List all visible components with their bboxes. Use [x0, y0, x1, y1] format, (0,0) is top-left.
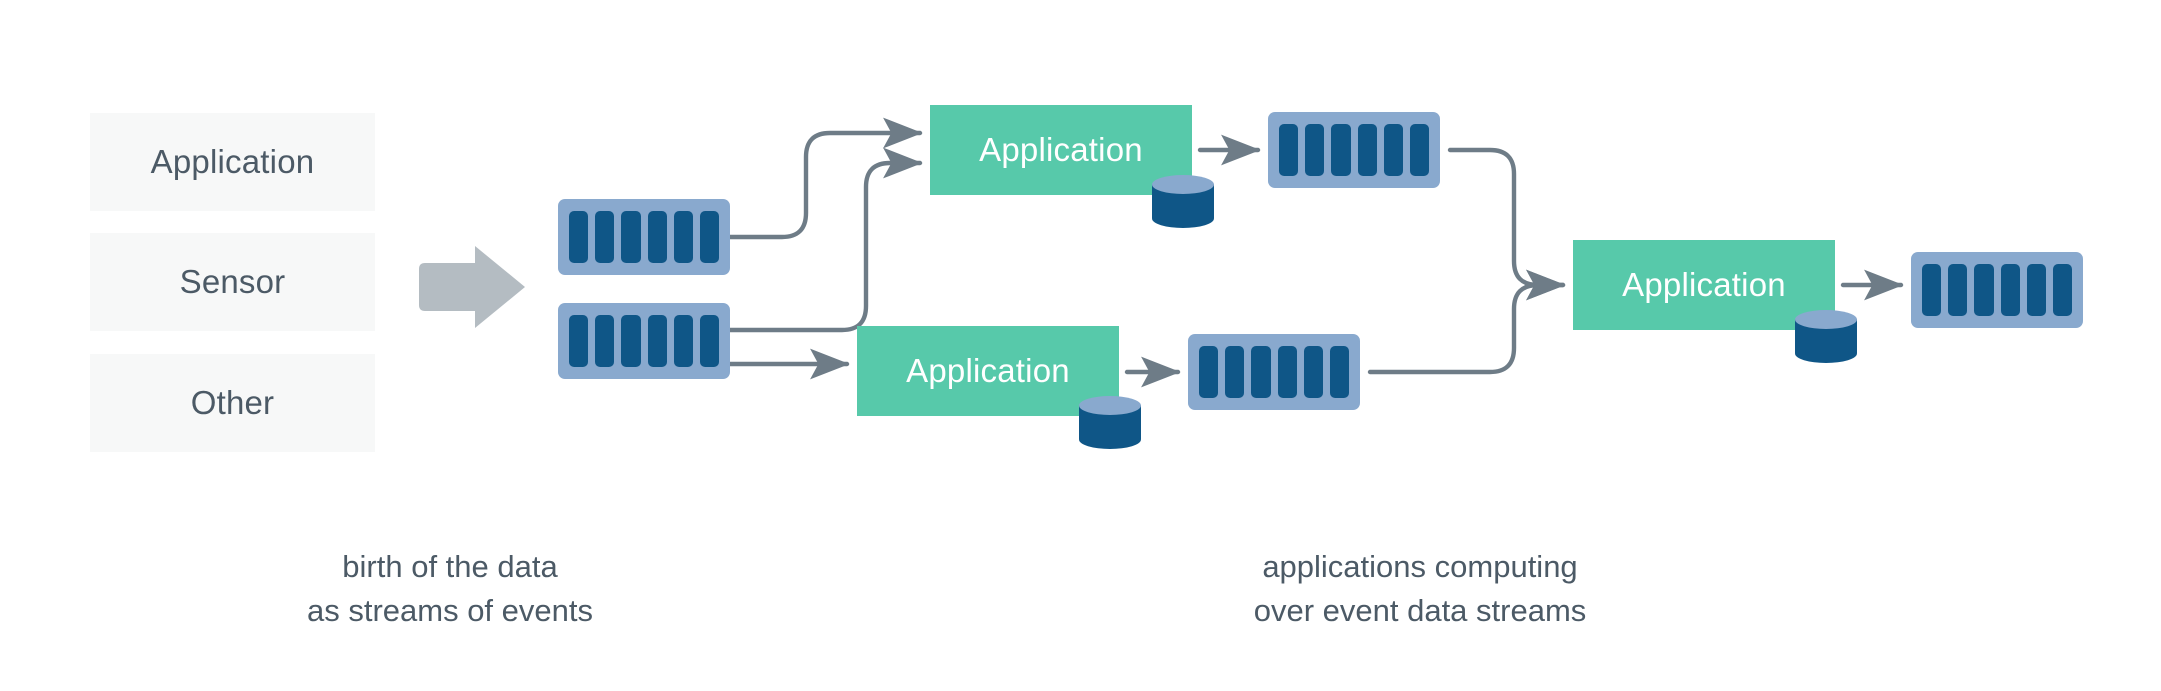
stream-bar — [699, 211, 720, 263]
source-box-other: Other — [90, 354, 375, 452]
source-label-application: Application — [150, 143, 315, 180]
stream-bar — [2052, 264, 2073, 316]
stream-bar — [1357, 124, 1377, 176]
stream-app3-out — [1911, 252, 2083, 328]
stream-bar — [647, 315, 667, 367]
connector-stream2-to-app3 — [1367, 269, 1566, 375]
stream-bar — [647, 211, 667, 263]
ingest-block-arrow-icon — [419, 246, 525, 328]
stream-bar — [699, 315, 720, 367]
stream-bar — [1225, 346, 1245, 398]
stream-bar — [1305, 124, 1325, 176]
stream-ingest-bottom — [558, 303, 730, 379]
source-label-sensor: Sensor — [179, 263, 286, 300]
stream-bar — [1948, 264, 1968, 316]
application-box-bottom: Application — [857, 326, 1119, 416]
application-label-top: Application — [979, 131, 1143, 168]
database-top — [1795, 310, 1857, 329]
stream-bar — [595, 211, 615, 263]
connector-ingest-top-to-app1 — [727, 117, 923, 240]
stream-bar — [1303, 346, 1323, 398]
stream-bar — [1279, 124, 1299, 176]
application-box-top: Application — [930, 105, 1192, 195]
caption-left: birth of the data as streams of events — [306, 549, 593, 629]
stream-ingest-top — [558, 199, 730, 275]
source-box-sensor: Sensor — [90, 233, 375, 331]
stream-bar — [569, 211, 589, 263]
application-label-right: Application — [1622, 266, 1786, 303]
application-box-right: Application — [1573, 240, 1835, 330]
stream-bar — [1383, 124, 1403, 176]
stream-bar — [1922, 264, 1942, 316]
stream-app2-out — [1188, 334, 1360, 410]
connector-stream1-to-app3 — [1447, 147, 1566, 301]
stream-bar — [621, 315, 641, 367]
stream-bar — [2026, 264, 2046, 316]
stream-bar — [569, 315, 589, 367]
stream-bar — [1199, 346, 1219, 398]
database-cylinder-icon — [1152, 175, 1214, 228]
database-top — [1152, 175, 1214, 194]
connector-ingest-bottom-to-app1 — [727, 147, 923, 333]
source-box-application: Application — [90, 113, 375, 211]
stream-bar — [595, 315, 615, 367]
stream-bar — [1409, 124, 1430, 176]
stream-bar — [1329, 346, 1350, 398]
database-top — [1079, 396, 1141, 415]
stream-bar — [1277, 346, 1297, 398]
stream-bar — [621, 211, 641, 263]
database-cylinder-icon — [1795, 310, 1857, 363]
stream-bar — [2000, 264, 2020, 316]
stream-bar — [1331, 124, 1351, 176]
stream-app1-out — [1268, 112, 1440, 188]
stream-bar — [673, 315, 693, 367]
stream-bar — [1974, 264, 1994, 316]
caption-right: applications computing over event data s… — [1253, 549, 1587, 629]
stream-bar — [673, 211, 693, 263]
application-label-bottom: Application — [906, 352, 1070, 389]
stream-bar — [1251, 346, 1271, 398]
database-cylinder-icon — [1079, 396, 1141, 449]
source-label-other: Other — [190, 384, 275, 421]
